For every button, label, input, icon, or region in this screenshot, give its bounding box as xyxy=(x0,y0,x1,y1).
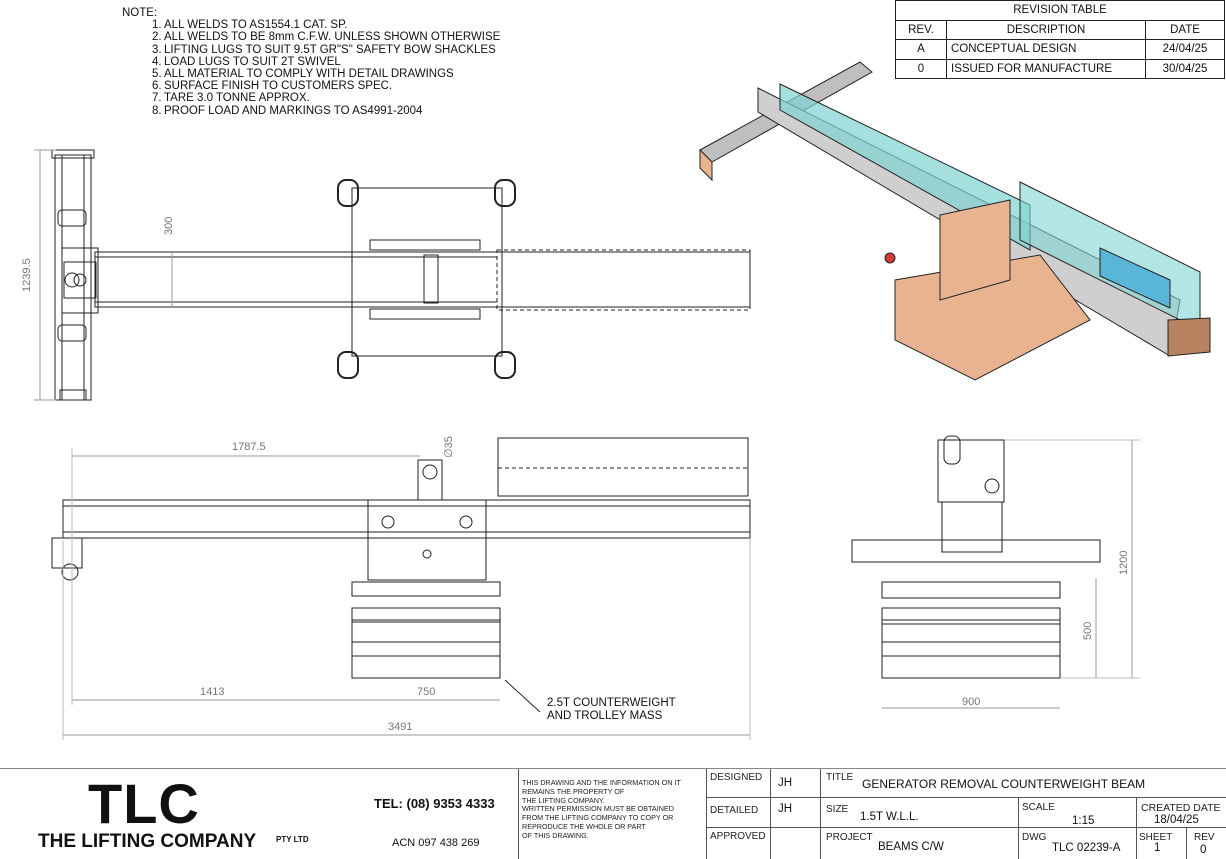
approved-label: APPROVED xyxy=(710,831,766,842)
note-item: 2.ALL WELDS TO BE 8mm C.F.W. UNLESS SHOW… xyxy=(152,31,500,43)
end-elevation xyxy=(851,435,1140,709)
dim-300: 300 xyxy=(163,217,175,235)
note-text: ALL MATERIAL TO COMPLY WITH DETAIL DRAWI… xyxy=(164,68,454,81)
size-value: 1.5T W.L.L. xyxy=(860,811,919,823)
note-item: 7.TARE 3.0 TONNE APPROX. xyxy=(152,92,500,104)
disclaimer-line: REPRODUCE THE WHOLE OR PART xyxy=(522,821,646,831)
rev-value: 0 xyxy=(1200,844,1207,856)
note-text: PROOF LOAD AND MARKINGS TO AS4991-2004 xyxy=(164,104,423,117)
disclaimer-line: THE LIFTING COMPANY. xyxy=(522,795,605,805)
note-number: 1. xyxy=(152,19,162,32)
note-text: SURFACE FINISH TO CUSTOMERS SPEC. xyxy=(164,80,393,93)
note-text: LIFTING LUGS TO SUIT 9.5T GR"S" SAFETY B… xyxy=(164,43,496,56)
dim-750: 750 xyxy=(417,686,435,698)
notes-block: NOTE: 1.ALL WELDS TO AS1554.1 CAT. SP.2.… xyxy=(122,7,500,117)
dim-3491: 3491 xyxy=(388,721,412,733)
designed-value: JH xyxy=(778,777,793,789)
scale-value: 1:15 xyxy=(1072,815,1095,827)
project-label: PROJECT xyxy=(826,832,873,843)
company-logo: TLC xyxy=(88,772,200,835)
note-number: 5. xyxy=(152,68,162,81)
dim-1200: 1200 xyxy=(1118,551,1130,575)
revision-cell: 30/04/25 xyxy=(1145,58,1225,79)
size-label: SIZE xyxy=(826,804,849,815)
notes-list: 1.ALL WELDS TO AS1554.1 CAT. SP.2.ALL WE… xyxy=(122,19,500,117)
callout-line-2: AND TROLLEY MASS xyxy=(547,710,663,722)
dim-1239: 1239.5 xyxy=(21,258,33,292)
disclaimer-line: WRITTEN PERMISSION MUST BE OBTAINED xyxy=(522,804,674,814)
revision-cell: CONCEPTUAL DESIGN xyxy=(946,39,1146,60)
dwg-value: TLC 02239-A xyxy=(1052,842,1121,854)
note-number: 2. xyxy=(152,31,162,44)
revision-table: REVISION TABLE REV. DESCRIPTION DATE A C… xyxy=(895,0,1225,79)
note-number: 8. xyxy=(152,104,162,117)
dim-1787: 1787.5 xyxy=(232,441,266,453)
disclaimer-line: REMAINS THE PROPERTY OF xyxy=(522,786,625,796)
detailed-value: JH xyxy=(778,803,793,815)
note-item: 3.LIFTING LUGS TO SUIT 9.5T GR"S" SAFETY… xyxy=(152,44,500,56)
title-block: TLC THE LIFTING COMPANY PTY LTD TEL: (08… xyxy=(0,768,1226,859)
note-item: 8.PROOF LOAD AND MARKINGS TO AS4991-2004 xyxy=(152,105,500,117)
designed-label: DESIGNED xyxy=(710,772,763,783)
note-text: TARE 3.0 TONNE APPROX. xyxy=(164,92,310,105)
revision-row: A CONCEPTUAL DESIGN 24/04/25 xyxy=(895,39,1225,60)
created-date-value: 18/04/25 xyxy=(1154,814,1199,826)
dim-500: 500 xyxy=(1082,622,1094,640)
detailed-label: DETAILED xyxy=(710,805,759,816)
company-acn: ACN 097 438 269 xyxy=(392,837,480,849)
note-number: 4. xyxy=(152,55,162,68)
note-text: LOAD LUGS TO SUIT 2T SWIVEL xyxy=(164,55,341,68)
disclaimer-line: THIS DRAWING AND THE INFORMATION ON IT xyxy=(522,778,681,787)
revision-table-title: REVISION TABLE xyxy=(895,0,1225,21)
sheet-label: SHEET xyxy=(1139,832,1173,843)
note-number: 7. xyxy=(152,92,162,105)
dim-1413: 1413 xyxy=(200,686,224,698)
note-item: 1.ALL WELDS TO AS1554.1 CAT. SP. xyxy=(152,19,500,31)
engineering-drawing: 1239.5 300 ∅35 1787.5 1413 750 3491 900 … xyxy=(21,61,1211,740)
note-text: ALL WELDS TO BE 8mm C.F.W. UNLESS SHOWN … xyxy=(164,31,501,44)
revision-row: 0 ISSUED FOR MANUFACTURE 30/04/25 xyxy=(895,58,1225,79)
revision-cell: ISSUED FOR MANUFACTURE xyxy=(946,58,1146,79)
drawing-title: GENERATOR REMOVAL COUNTERWEIGHT BEAM xyxy=(862,777,1146,791)
callout-line-1: 2.5T COUNTERWEIGHT xyxy=(547,697,676,709)
notes-heading: NOTE: xyxy=(122,7,158,19)
disclaimer-line: FROM THE LIFTING COMPANY TO COPY OR xyxy=(522,813,674,823)
dim-dia-35: ∅35 xyxy=(443,436,455,458)
created-date-label: CREATED DATE xyxy=(1141,802,1221,814)
rev-label: REV xyxy=(1194,832,1215,843)
note-number: 6. xyxy=(152,80,162,93)
revision-header-description: DESCRIPTION xyxy=(946,19,1146,40)
company-name: THE LIFTING COMPANY xyxy=(38,831,257,852)
company-phone: TEL: (08) 9353 4333 xyxy=(374,796,495,811)
side-view-left xyxy=(34,149,99,401)
note-item: 4.LOAD LUGS TO SUIT 2T SWIVEL xyxy=(152,56,500,68)
note-number: 3. xyxy=(152,43,162,56)
dim-900: 900 xyxy=(962,696,980,708)
note-item: 5.ALL MATERIAL TO COMPLY WITH DETAIL DRA… xyxy=(152,68,500,80)
dwg-label: DWG xyxy=(1022,832,1047,843)
title-label: TITLE xyxy=(826,772,854,783)
note-item: 6.SURFACE FINISH TO CUSTOMERS SPEC. xyxy=(152,80,500,92)
note-text: ALL WELDS TO AS1554.1 CAT. SP. xyxy=(164,19,348,32)
project-value: BEAMS C/W xyxy=(878,841,944,853)
sheet-value: 1 xyxy=(1154,842,1161,854)
disclaimer-line: OF THIS DRAWING. xyxy=(522,830,589,840)
isometric-view xyxy=(699,61,1211,381)
plan-view xyxy=(63,179,751,379)
scale-label: SCALE xyxy=(1022,802,1055,813)
front-elevation xyxy=(51,437,751,740)
company-suffix: PTY LTD xyxy=(276,835,309,844)
